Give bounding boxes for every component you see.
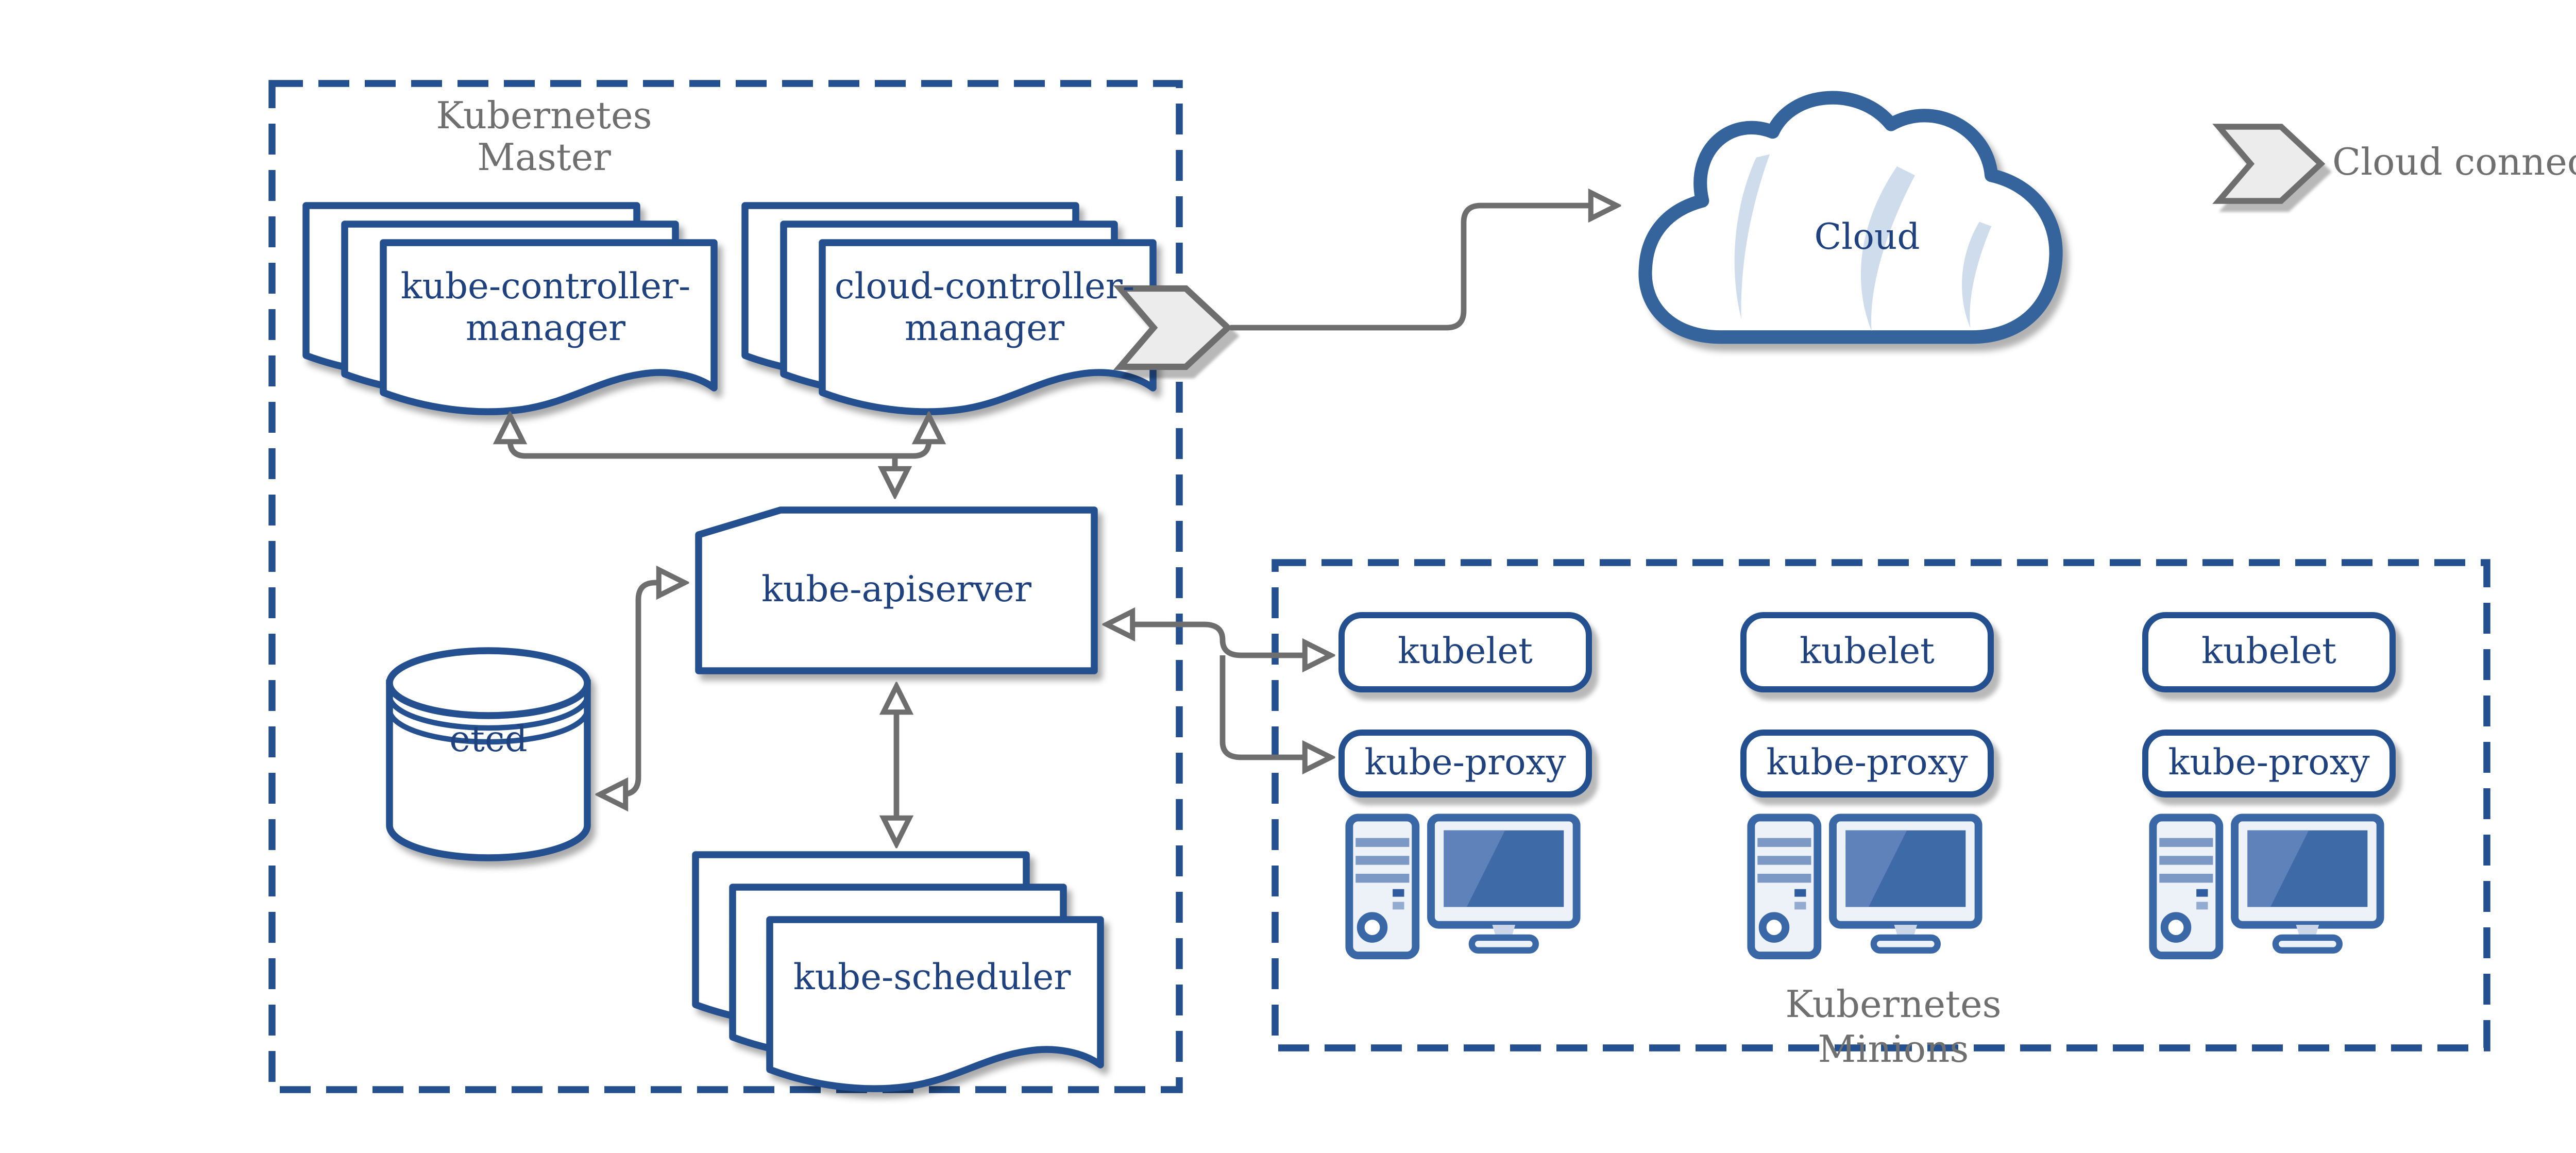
etcd-cylinder bbox=[386, 647, 591, 861]
kube-scheduler-label: kube-scheduler bbox=[793, 958, 1071, 998]
kube-apiserver-label: kube-apiserver bbox=[761, 570, 1031, 611]
kubernetes-minions-box bbox=[1272, 559, 2490, 1052]
kube-proxy-box-1: kube-proxy bbox=[1338, 730, 1592, 798]
kube-proxy-label: kube-proxy bbox=[2168, 743, 2370, 784]
kube-apiserver-shape bbox=[695, 506, 1098, 674]
kubelet-label: kubelet bbox=[1398, 632, 1533, 672]
kubelet-box-1: kubelet bbox=[1338, 612, 1592, 692]
etcd-label: etcd bbox=[449, 720, 528, 760]
cloud-controller-manager-label: cloud-controller- manager bbox=[834, 267, 1135, 349]
kube-proxy-label: kube-proxy bbox=[1364, 743, 1566, 784]
kube-controller-manager-label: kube-controller- manager bbox=[400, 267, 691, 349]
legend-cloud-connector-icon bbox=[2215, 119, 2326, 209]
minions-label: Kubernetes Minions bbox=[1785, 983, 2002, 1071]
cloud-label: Cloud bbox=[1814, 218, 1920, 258]
master-label: Kubernetes Master bbox=[436, 94, 652, 179]
kubernetes-master-box bbox=[268, 80, 1183, 1093]
kubelet-box-3: kubelet bbox=[2142, 612, 2396, 692]
kubelet-label: kubelet bbox=[1800, 632, 1935, 672]
desktop-computer-icon bbox=[2145, 810, 2388, 964]
database-cylinder-icon bbox=[386, 647, 591, 861]
kubelet-box-2: kubelet bbox=[1740, 612, 1994, 692]
legend-cloud-connector-label: Cloud connector bbox=[2332, 141, 2576, 184]
kube-proxy-label: kube-proxy bbox=[1766, 743, 1968, 784]
desktop-computer-icon bbox=[1342, 810, 1584, 964]
cloud-shape bbox=[1638, 91, 2063, 344]
desktop-computer-icon bbox=[1743, 810, 1986, 964]
kube-proxy-box-3: kube-proxy bbox=[2142, 730, 2396, 798]
kubelet-label: kubelet bbox=[2201, 632, 2336, 672]
kube-proxy-box-2: kube-proxy bbox=[1740, 730, 1994, 798]
